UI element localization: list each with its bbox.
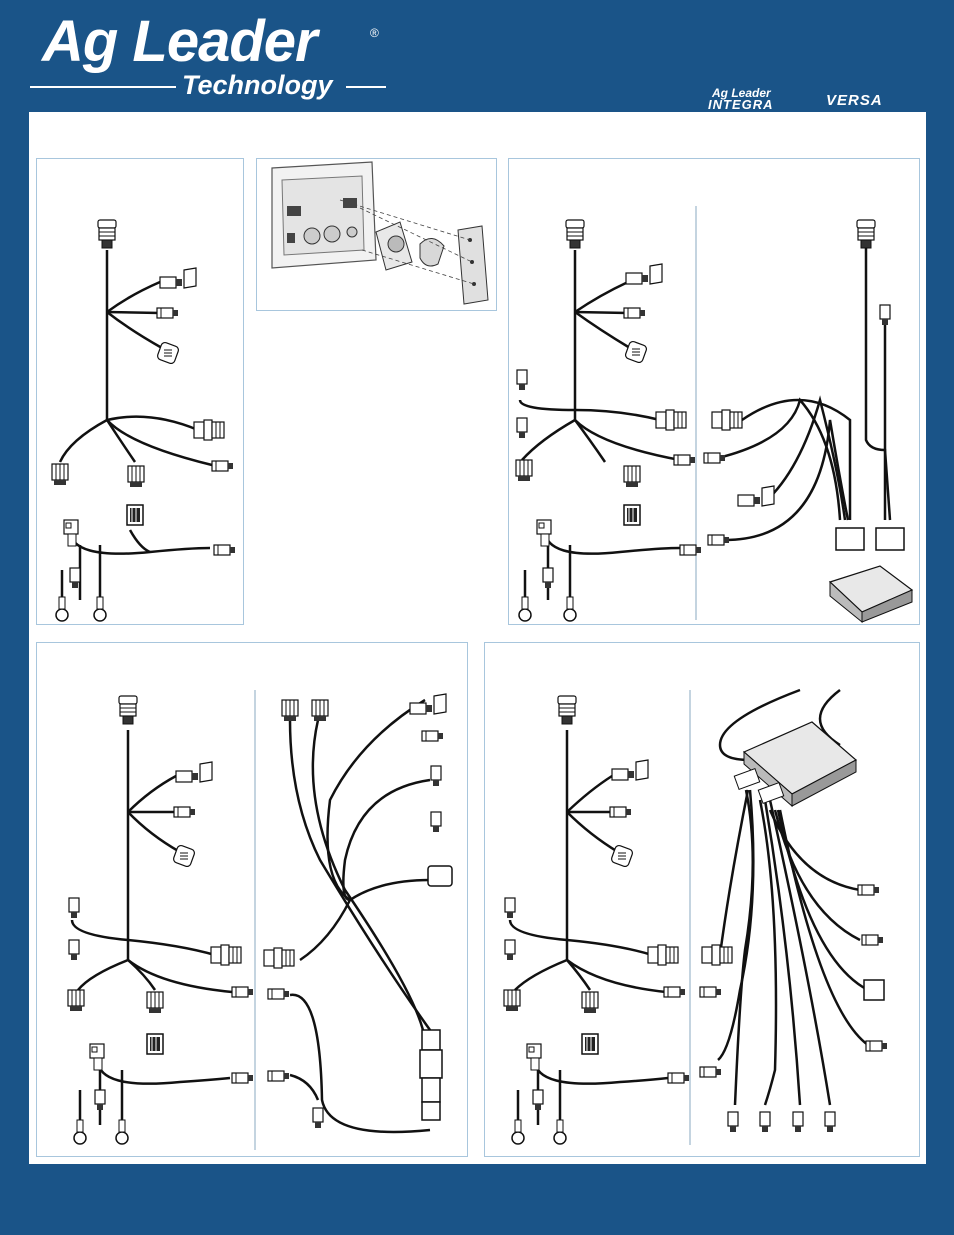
diagram-harness-with-module — [520, 240, 890, 600]
diagram-basic-harness — [60, 250, 212, 600]
diagram-harness-with-adapters-parts — [68, 694, 452, 1144]
diagram-harness-with-ecu-parts — [504, 696, 887, 1144]
diagram-display-mount — [272, 162, 488, 304]
diagram-harness-with-adapters — [72, 700, 430, 1132]
